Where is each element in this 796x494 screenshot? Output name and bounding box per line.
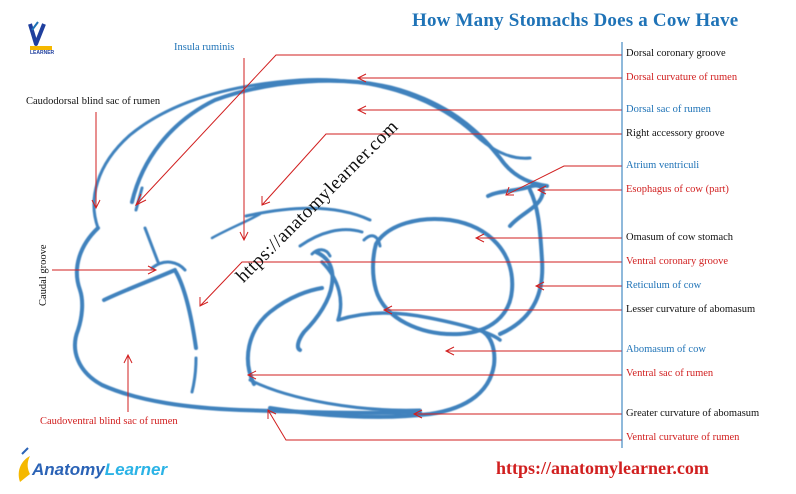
page-title: How Many Stomachs Does a Cow Have	[412, 10, 739, 31]
pointer-lines	[52, 54, 622, 441]
label-atrium-ventriculi: Atrium ventriculi	[626, 160, 700, 171]
brand-logo-text: AnatomyLearner	[32, 460, 167, 480]
logo-small-text: LEARNER	[30, 50, 55, 56]
footer-url[interactable]: https://anatomylearner.com	[496, 458, 709, 478]
arrow-heads	[91, 73, 547, 419]
label-right-accessory-groove: Right accessory groove	[626, 128, 725, 139]
label-ventral-sac-rumen: Ventral sac of rumen	[626, 368, 714, 379]
brand-part-1: Anatomy	[32, 460, 105, 479]
stomach-outline	[73, 78, 549, 419]
brand-part-2: Learner	[104, 460, 168, 479]
label-esophagus: Esophagus of cow (part)	[626, 184, 729, 195]
label-caudal-groove: Caudal groove	[38, 244, 49, 306]
label-omasum: Omasum of cow stomach	[626, 232, 734, 243]
label-abomasum: Abomasum of cow	[626, 344, 706, 355]
label-caudodorsal-blind-sac: Caudodorsal blind sac of rumen	[26, 96, 161, 107]
label-greater-curvature-abomasum: Greater curvature of abomasum	[626, 408, 760, 419]
label-dorsal-sac-rumen: Dorsal sac of rumen	[626, 104, 711, 115]
anatomy-learner-logo-small	[28, 21, 52, 50]
label-lesser-curvature-abomasum: Lesser curvature of abomasum	[626, 304, 756, 315]
label-ventral-coronary-groove: Ventral coronary groove	[626, 256, 729, 267]
label-caudoventral-blind-sac: Caudoventral blind sac of rumen	[40, 416, 178, 427]
label-dorsal-coronary-groove: Dorsal coronary groove	[626, 48, 726, 59]
label-ventral-curvature-rumen: Ventral curvature of rumen	[626, 432, 740, 443]
anatomy-learner-brand-icon	[18, 447, 30, 482]
label-dorsal-curvature-rumen: Dorsal curvature of rumen	[626, 72, 738, 83]
label-reticulum: Reticulum of cow	[626, 280, 702, 291]
label-insula-ruminis: Insula ruminis	[174, 42, 235, 53]
